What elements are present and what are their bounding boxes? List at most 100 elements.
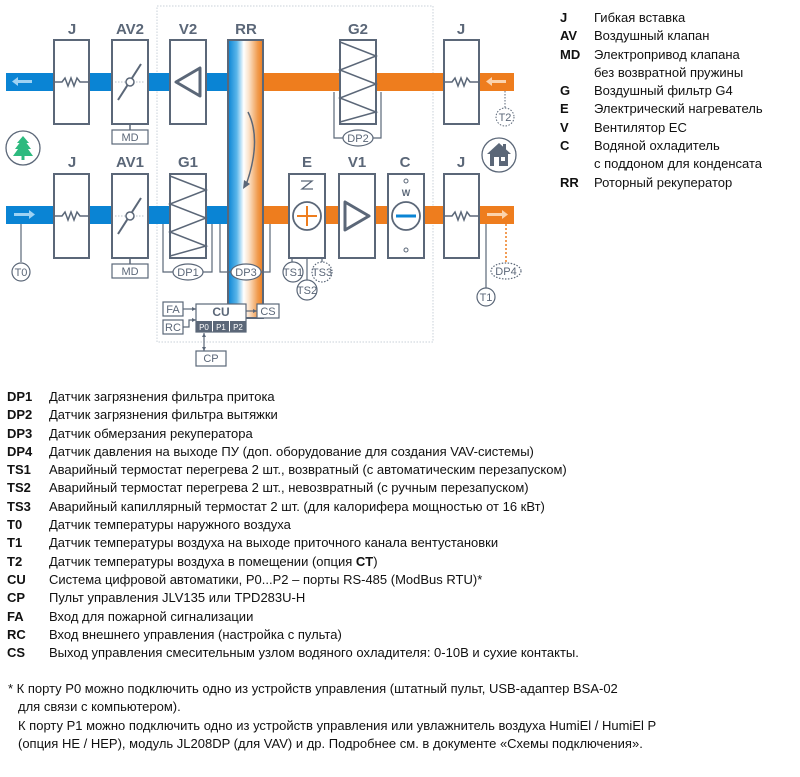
sensor-t0: [11, 262, 31, 282]
label-ts1: TS1: [283, 267, 303, 279]
label-e: E: [302, 154, 312, 171]
label-av1: AV1: [116, 154, 144, 171]
fan-triangle-right-icon: [343, 200, 371, 232]
flex-symbol-icon: [54, 209, 89, 223]
label-p1: P1: [216, 323, 226, 332]
label-g1: G1: [178, 154, 198, 171]
label-rr: RR: [235, 21, 257, 38]
label-j-top-right: J: [457, 21, 465, 38]
legend-item: без возвратной пружины: [594, 64, 744, 80]
cooler-mixing-output: [256, 303, 280, 319]
legend-item: с поддоном для конденсата: [594, 156, 762, 172]
heater-plus-icon: [297, 206, 317, 226]
label-c: C: [400, 154, 411, 171]
motor-drive-av2: [111, 129, 149, 145]
filter-zigzag-icon: [167, 175, 209, 257]
label-j-bottom: J: [68, 154, 76, 171]
sensor-ts2: [296, 279, 318, 301]
label-cp: CP: [203, 353, 218, 365]
footnote-line: К порту P1 можно подключить одно из устр…: [18, 717, 657, 733]
label-w: W: [402, 188, 411, 198]
outdoor-tree-icon: [5, 130, 41, 166]
footnote-line: для связи с компьютером).: [18, 699, 181, 715]
ventilation-diagram: J AV2 MD V2 RR G2 DP2 J T2 J: [5, 5, 522, 367]
label-dp4: DP4: [495, 266, 516, 278]
footnote-line: (опция HE / HEP), модуль JL208DP (для VA…: [18, 735, 643, 751]
indoor-house-icon: [481, 137, 517, 173]
flex-symbol-icon: [444, 75, 479, 89]
flex-symbol-icon: [54, 75, 89, 89]
sensor-dp2: [342, 129, 374, 147]
sensor-t1: [476, 287, 496, 307]
exhaust-flow-arrow-icon: [12, 77, 32, 86]
sensor-dp4: [490, 262, 522, 280]
label-dp3: DP3: [235, 267, 256, 279]
flex-symbol-icon: [444, 209, 479, 223]
supply-out-arrow-icon: [487, 210, 508, 219]
fan-triangle-left-icon: [174, 66, 202, 98]
motor-drive-av1: [111, 263, 149, 279]
sensor-ts3: [311, 261, 333, 283]
label-cu: CU: [212, 305, 229, 319]
port-p1: [213, 321, 229, 332]
label-av2: AV2: [116, 21, 144, 38]
label-t0: T0: [15, 267, 28, 279]
rotation-arrow-icon: [245, 111, 256, 186]
footnote-line: * К порту P0 можно подключить одно из ус…: [8, 681, 618, 696]
label-t2: T2: [499, 112, 512, 124]
sensor-ts1: [282, 261, 304, 283]
label-v1: V1: [348, 154, 366, 171]
port-p2: [230, 321, 246, 332]
label-j-top: J: [68, 21, 76, 38]
label-v2: V2: [179, 21, 197, 38]
label-dp1: DP1: [177, 267, 198, 279]
label-t1: T1: [480, 292, 493, 304]
sensor-t2: [495, 107, 515, 127]
label-cs: CS: [260, 306, 275, 318]
footnote: * К порту P0 можно подключить одно из ус…: [8, 680, 708, 753]
label-ts2: TS2: [297, 285, 317, 297]
sensor-dp1: [172, 263, 204, 281]
unit-boundary: [156, 5, 434, 343]
electric-symbol-icon: [300, 180, 314, 190]
label-dp2: DP2: [347, 133, 368, 145]
sensor-dp3: [230, 263, 262, 281]
label-j-bottom-right: J: [457, 154, 465, 171]
exhaust-in-arrow-icon: [486, 77, 506, 86]
label-fa: FA: [166, 304, 180, 316]
label-md-top: MD: [121, 132, 138, 144]
label-rc: RC: [165, 322, 181, 334]
port-p0: [196, 321, 212, 332]
label-ts3: TS3: [312, 267, 332, 279]
supply-in-arrow-icon: [14, 210, 35, 219]
label-p2: P2: [233, 323, 243, 332]
label-md-bottom: MD: [121, 266, 138, 278]
label-p0: P0: [199, 323, 209, 332]
label-g2: G2: [348, 21, 368, 38]
